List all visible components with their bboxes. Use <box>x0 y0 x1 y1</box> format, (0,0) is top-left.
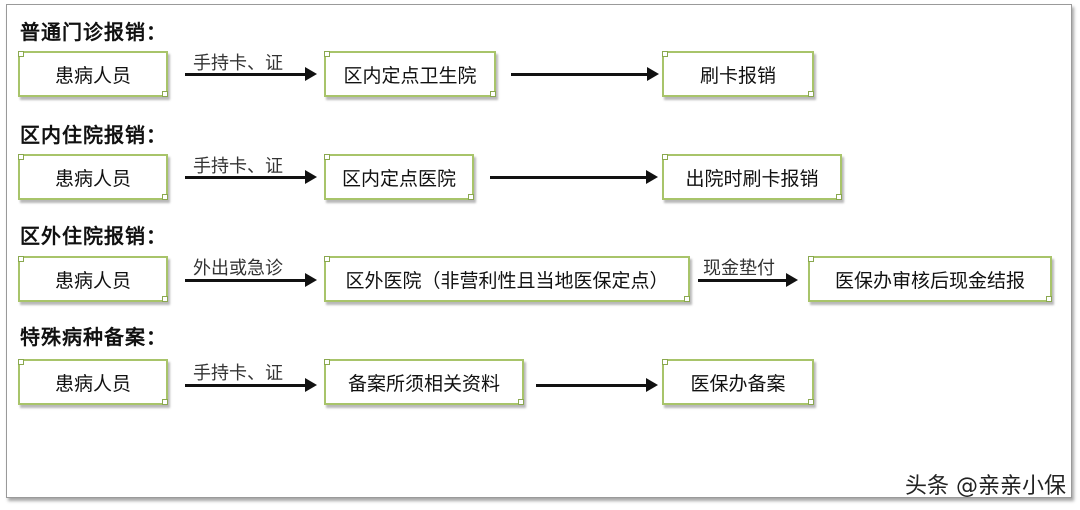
patient-box-inpatient-external: 患病人员 <box>18 256 168 302</box>
patient-box-outpatient: 患病人员 <box>18 51 168 97</box>
arrow-label-special-disease-1: 手持卡、证 <box>193 363 283 384</box>
step-label: 区内定点医院 <box>341 167 456 190</box>
arrow-inpatient-local-1 <box>185 170 317 184</box>
patient-label: 患病人员 <box>54 64 131 87</box>
section-title-outpatient: 普通门诊报销： <box>20 20 167 44</box>
step-box-outpatient-2: 区内定点卫生院 <box>324 51 496 97</box>
step-label: 医保办备案 <box>690 372 786 395</box>
patient-box-special-disease: 患病人员 <box>18 359 168 405</box>
arrow-label-inpatient-external-2: 现金垫付 <box>703 258 775 279</box>
section-title-special-disease: 特殊病种备案： <box>20 325 167 349</box>
section-title-inpatient-local: 区内住院报销： <box>20 123 167 147</box>
arrow-special-disease-2 <box>536 378 658 392</box>
patient-label: 患病人员 <box>54 167 131 190</box>
arrow-special-disease-1 <box>185 378 317 392</box>
watermark: 头条 @亲亲小保 <box>905 474 1066 499</box>
patient-box-inpatient-local: 患病人员 <box>18 154 168 200</box>
arrow-label-inpatient-local-1: 手持卡、证 <box>193 156 283 177</box>
step-box-inpatient-external-3: 医保办审核后现金结报 <box>808 256 1052 302</box>
step-label: 区外医院（非营利性且当地医保定点） <box>345 269 669 292</box>
section-title-inpatient-external: 区外住院报销： <box>20 224 167 248</box>
arrow-outpatient-2 <box>511 67 659 81</box>
step-box-special-disease-3: 医保办备案 <box>662 359 814 405</box>
step-box-inpatient-external-2: 区外医院（非营利性且当地医保定点） <box>324 256 690 302</box>
arrow-outpatient-1 <box>185 67 317 81</box>
arrow-label-inpatient-external-1: 外出或急诊 <box>193 258 283 279</box>
step-box-inpatient-local-2: 区内定点医院 <box>324 154 474 200</box>
patient-label: 患病人员 <box>54 269 131 292</box>
diagram-frame <box>6 4 1072 498</box>
step-label: 刷卡报销 <box>699 64 776 87</box>
step-label: 备案所须相关资料 <box>347 372 500 395</box>
arrow-inpatient-external-2 <box>698 273 798 287</box>
step-box-outpatient-3: 刷卡报销 <box>662 51 814 97</box>
step-box-special-disease-2: 备案所须相关资料 <box>324 359 524 405</box>
step-label: 出院时刷卡报销 <box>685 167 819 190</box>
arrow-inpatient-external-1 <box>185 273 317 287</box>
step-box-inpatient-local-3: 出院时刷卡报销 <box>662 154 842 200</box>
step-label: 区内定点卫生院 <box>343 64 477 87</box>
arrow-label-outpatient-1: 手持卡、证 <box>193 53 283 74</box>
step-label: 医保办审核后现金结报 <box>834 269 1025 292</box>
arrow-inpatient-local-2 <box>490 170 658 184</box>
patient-label: 患病人员 <box>54 372 131 395</box>
